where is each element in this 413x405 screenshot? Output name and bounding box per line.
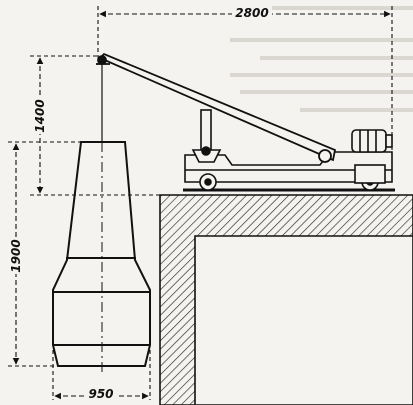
dimension-body-width-label: 950	[88, 387, 113, 401]
wall-structure	[159, 194, 413, 405]
dimension-body-width	[52, 350, 151, 400]
jib-arm	[96, 52, 337, 163]
background-texture	[230, 6, 413, 112]
motor	[351, 129, 393, 153]
dimension-reach	[97, 6, 393, 150]
suspended-body	[52, 141, 151, 372]
trolley	[184, 151, 393, 191]
dimension-lift-label: 1400	[33, 99, 47, 132]
dimension-reach-label: 2800	[235, 6, 268, 20]
jib-support	[191, 109, 222, 163]
dimension-body-height	[8, 141, 80, 367]
dimension-body-height-label: 1900	[9, 239, 23, 272]
